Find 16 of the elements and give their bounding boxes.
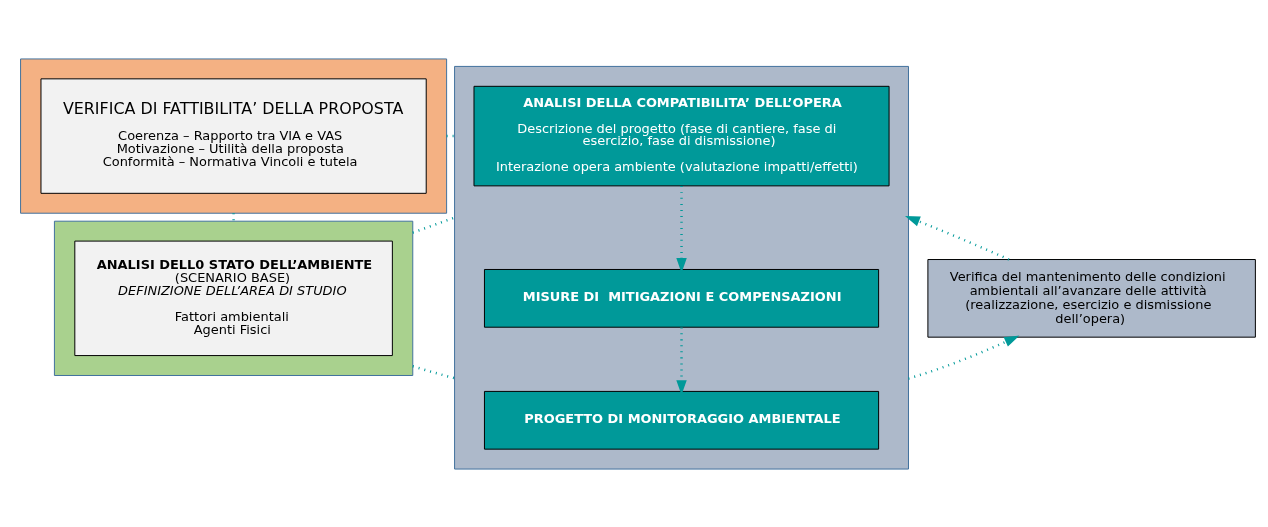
arrow <box>908 335 1020 380</box>
node-box: ANALISI DELLA COMPATIBILITA’ DELL’OPERA Descrizione del progetto (fase di cantiere, fase di esercizio, fase di dismissione) Interazione opera ambiente (valutazione impatti/effetti) <box>473 85 890 186</box>
arrow <box>905 215 1010 261</box>
cluster <box>20 57 448 214</box>
connector <box>232 212 235 221</box>
arrow <box>676 185 687 273</box>
node-box: MISURE DI MITIGAZIONI E COMPENSAZIONI <box>483 268 880 328</box>
connector <box>412 215 455 234</box>
node-box: Verifica del mantenimento delle condizioni ambientali all’avanzare delle attività (realizzazione, esercizio e dismissione dell’opera) <box>927 258 1256 338</box>
cluster <box>454 65 909 470</box>
connector <box>412 364 455 379</box>
node-box: VERIFICA DI FATTIBILITA’ DELLA PROPOSTA Coerenza – Rapporto tra VIA e VAS Motivazione – Utilità della proposta Conformità – Normativa Vincoli e tutela <box>40 77 427 194</box>
node-box: ANALISI DELL0 STATO DELL’AMBIENTE (SCENARIO BASE) DEFINIZIONE DELL’AREA DI STUDIO Fattori ambientali Agenti Fisici <box>74 240 393 356</box>
arrow <box>676 326 687 395</box>
cluster <box>53 220 414 376</box>
node-box: PROGETTO DI MONITORAGGIO AMBIENTALE <box>483 390 880 450</box>
